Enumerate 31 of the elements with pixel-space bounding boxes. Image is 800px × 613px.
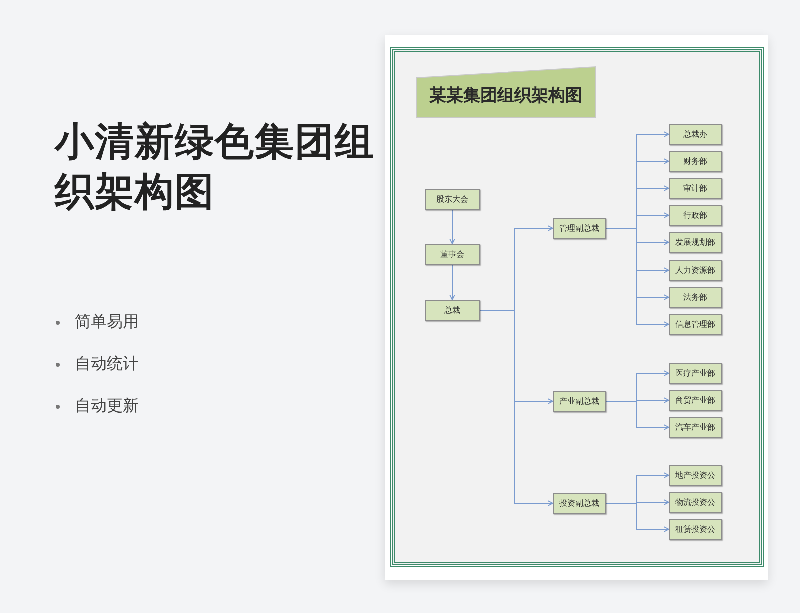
- arrow: [450, 210, 456, 244]
- org-box: 医疗产业部: [669, 363, 722, 384]
- org-box: 发展规划部: [669, 232, 722, 253]
- org-box: 人力资源部: [669, 260, 722, 281]
- arrow: [606, 228, 670, 328]
- org-box: 管理副总裁: [553, 218, 606, 239]
- org-box: 行政部: [669, 205, 722, 226]
- arrow: [606, 401, 670, 430]
- bullet-text: 自动更新: [75, 397, 139, 417]
- org-box: 财务部: [669, 151, 722, 172]
- arrow: [480, 310, 554, 506]
- org-box: 产业副总裁: [553, 391, 606, 412]
- banner-title: 某某集团组织架构图: [430, 85, 582, 107]
- org-box: 审计部: [669, 178, 722, 199]
- arrow: [450, 264, 456, 300]
- org-box: 商贸产业部: [669, 390, 722, 411]
- bullet-text: 简单易用: [75, 313, 139, 333]
- org-box: 总裁: [425, 300, 480, 321]
- org-box: 总裁办: [669, 124, 722, 145]
- bullet-text: 自动统计: [75, 355, 139, 375]
- org-box: 租赁投资公: [669, 519, 722, 540]
- org-box: 董事会: [425, 244, 480, 265]
- org-box: 汽车产业部: [669, 417, 722, 438]
- org-box: 法务部: [669, 287, 722, 308]
- org-box: 投资副总裁: [553, 493, 606, 514]
- arrow: [606, 503, 670, 532]
- org-box: 地产投资公: [669, 465, 722, 486]
- org-box: 信息管理部: [669, 314, 722, 335]
- page-title: 小清新绿色集团组织架构图: [55, 120, 375, 216]
- org-box: 物流投资公: [669, 492, 722, 513]
- org-box: 股东大会: [425, 189, 480, 210]
